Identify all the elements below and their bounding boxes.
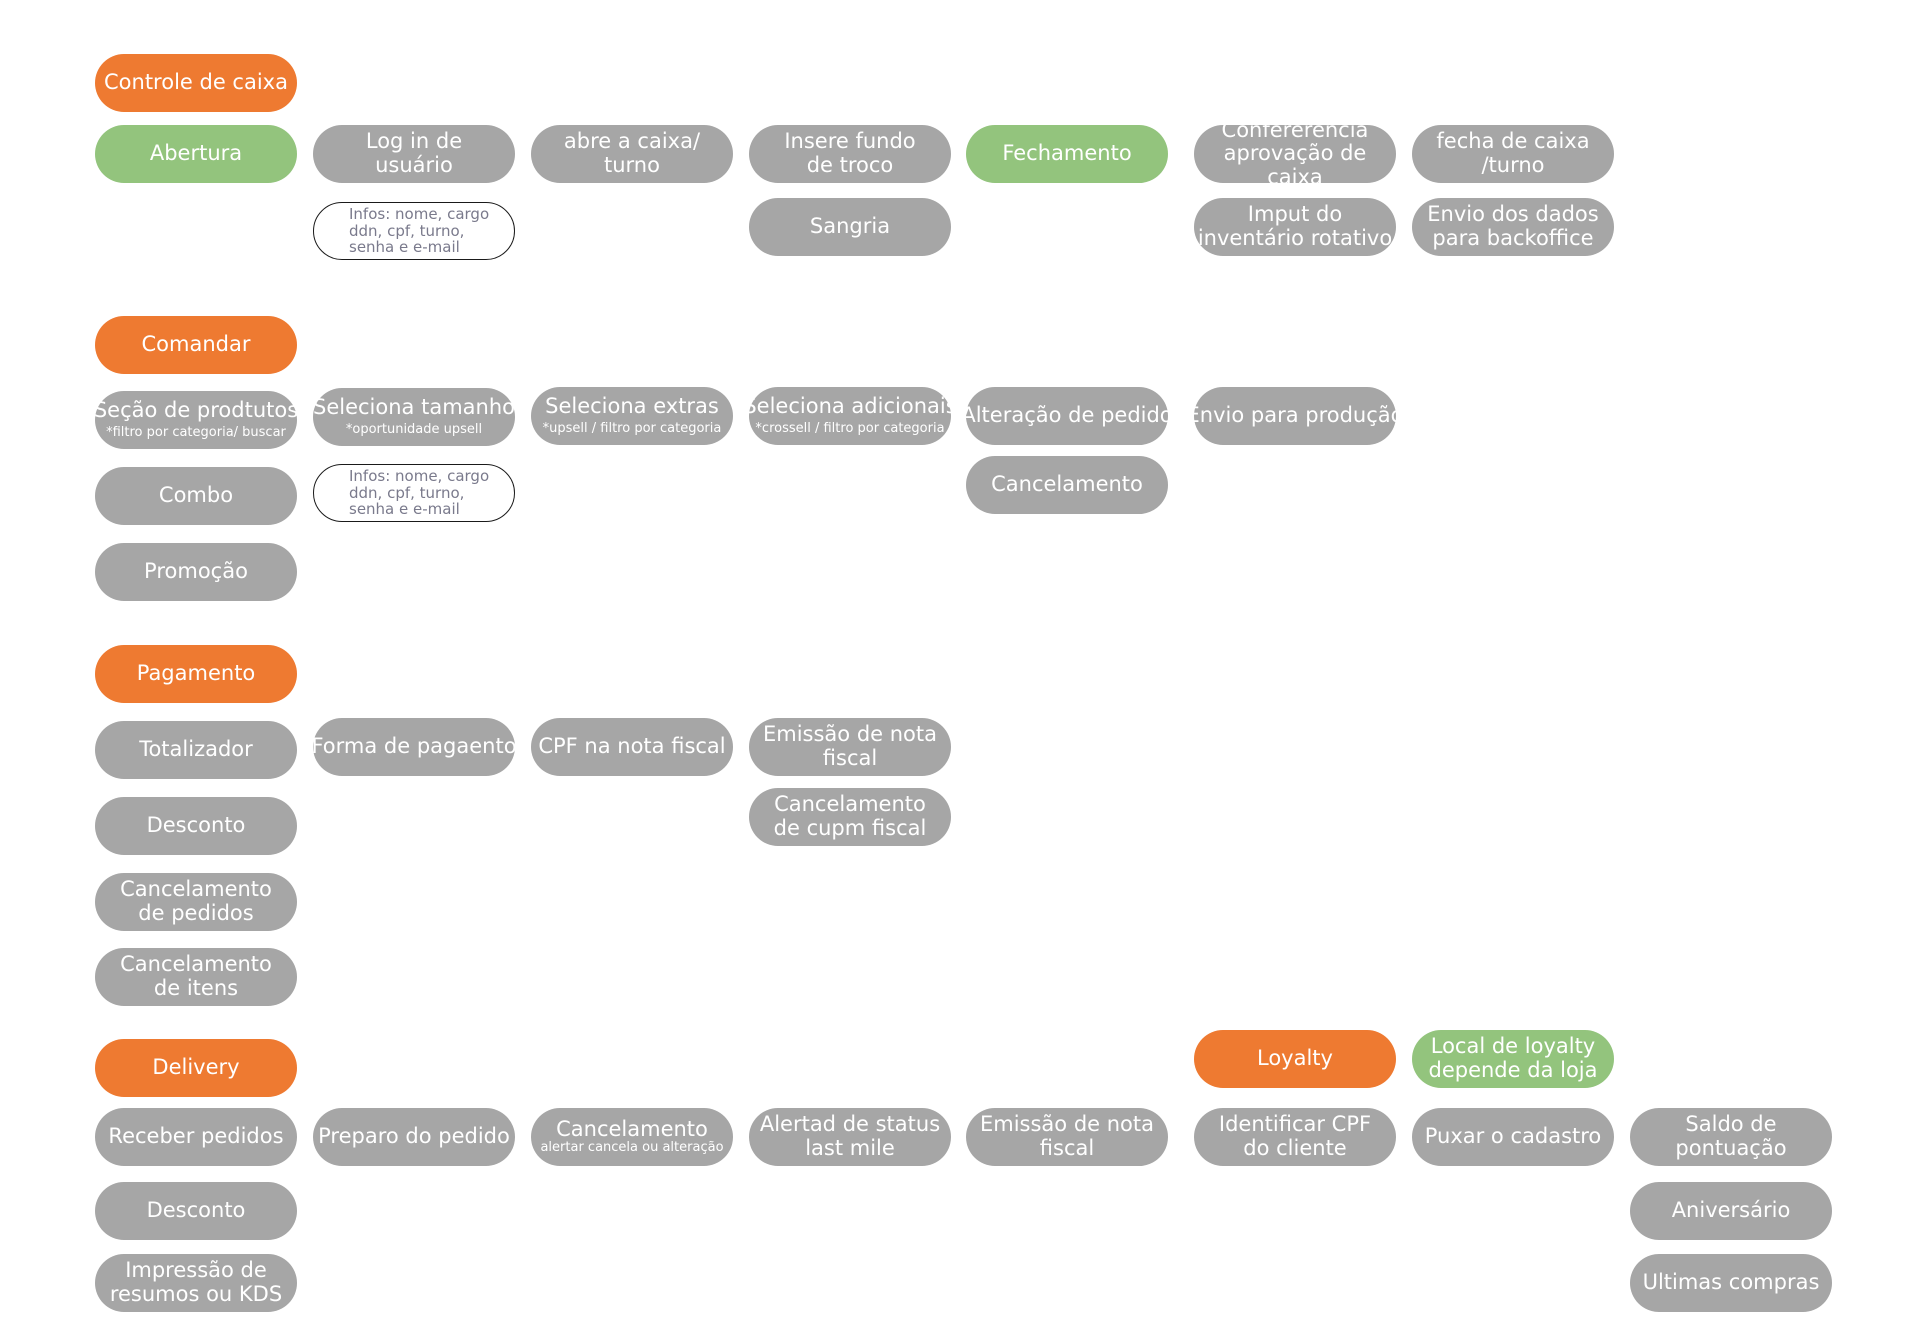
section-pagamento: Pagamento (95, 645, 297, 703)
node-envio-producao: Envio para produção (1187, 387, 1404, 445)
node-abertura: Abertura (95, 125, 297, 183)
node-insere-fundo-troco: Insere fundo de troco (749, 125, 951, 183)
node-alerta-status-last-mile: Alertad de status last mile (749, 1108, 951, 1166)
node-desconto-delivery: Desconto (95, 1182, 297, 1240)
node-impressao-resumos-kds: Impressão de resumos ou KDS (95, 1254, 297, 1312)
node-seleciona-extras-note: *upsell / filtro por categoria (542, 420, 722, 436)
node-secao-produtos-label: Seção de prodtutos (93, 398, 299, 423)
section-controle-de-caixa: Controle de caixa (95, 54, 297, 112)
node-identificar-cpf: Identificar CPF do cliente (1194, 1108, 1396, 1166)
section-loyalty: Loyalty (1194, 1030, 1396, 1088)
node-abre-caixa: abre a caixa/ turno (531, 125, 733, 183)
node-seleciona-extras: Seleciona extras *upsell / filtro por ca… (531, 387, 733, 445)
node-totalizador: Totalizador (95, 721, 297, 779)
node-cancelamento-pedidos: Cancelamento de pedidos (95, 873, 297, 931)
node-secao-produtos-note: *filtro por categoria/ buscar (106, 424, 286, 440)
node-promocao: Promoção (95, 543, 297, 601)
node-envio-backoffice: Envio dos dados para backoffice (1412, 198, 1614, 256)
node-seleciona-tamanho: Seleciona tamanho *oportunidade upsell (313, 388, 515, 446)
node-sangria: Sangria (749, 198, 951, 256)
node-emissao-nota-fiscal-delivery: Emissão de nota fiscal (966, 1108, 1168, 1166)
node-desconto-pagamento: Desconto (95, 797, 297, 855)
node-seleciona-tamanho-label: Seleciona tamanho (313, 395, 515, 420)
section-comandar: Comandar (95, 316, 297, 374)
node-log-in-usuario: Log in de usuário (313, 125, 515, 183)
node-cancelamento-comandar: Cancelamento (966, 456, 1168, 514)
node-forma-pagamento: Forma de pagaento (311, 718, 517, 776)
note-infos-comandar: Infos: nome, cargo ddn, cpf, turno, senh… (313, 464, 515, 522)
node-seleciona-adicionais-note: *crossell / filtro por categoria (755, 420, 945, 436)
node-seleciona-adicionais: Seleciona adicionais *crossell / filtro … (743, 387, 957, 445)
section-delivery: Delivery (95, 1039, 297, 1097)
note-infos-usuario: Infos: nome, cargo ddn, cpf, turno, senh… (313, 202, 515, 260)
node-cancelamento-delivery-label: Cancelamento (556, 1117, 708, 1142)
node-seleciona-adicionais-label: Seleciona adicionais (743, 394, 957, 419)
node-cancelamento-itens: Cancelamento de itens (95, 948, 297, 1006)
node-emissao-nota-fiscal: Emissão de nota fiscal (749, 718, 951, 776)
node-preparo-pedido: Preparo do pedido (313, 1108, 515, 1166)
node-cancelamento-delivery-note: alertar cancela ou alteração (540, 1139, 724, 1155)
node-saldo-pontuacao: Saldo de pontuação (1630, 1108, 1832, 1166)
node-combo: Combo (95, 467, 297, 525)
node-alteracao-pedido: Alteração de pedido (961, 387, 1173, 445)
node-fechamento: Fechamento (966, 125, 1168, 183)
node-puxar-cadastro: Puxar o cadastro (1412, 1108, 1614, 1166)
node-fecha-caixa: fecha de caixa /turno (1412, 125, 1614, 183)
node-seleciona-extras-label: Seleciona extras (545, 394, 719, 419)
node-conferencia-caixa: Confererencia aprovação de caixa (1194, 118, 1396, 189)
node-aniversario: Aniversário (1630, 1182, 1832, 1240)
node-seleciona-tamanho-note: *oportunidade upsell (345, 421, 483, 437)
node-secao-produtos: Seção de prodtutos *filtro por categoria… (93, 391, 299, 449)
node-ultimas-compras: Ultimas compras (1630, 1254, 1832, 1312)
node-cpf-nota-fiscal: CPF na nota fiscal (531, 718, 733, 776)
node-cancelamento-delivery: Cancelamento alertar cancela ou alteraçã… (531, 1108, 733, 1166)
node-receber-pedidos: Receber pedidos (95, 1108, 297, 1166)
node-local-loyalty: Local de loyalty depende da loja (1412, 1030, 1614, 1088)
node-cancelamento-cupom-fiscal: Cancelamento de cupm fiscal (749, 788, 951, 846)
node-imput-inventario: Imput do inventário rotativo (1194, 198, 1396, 256)
